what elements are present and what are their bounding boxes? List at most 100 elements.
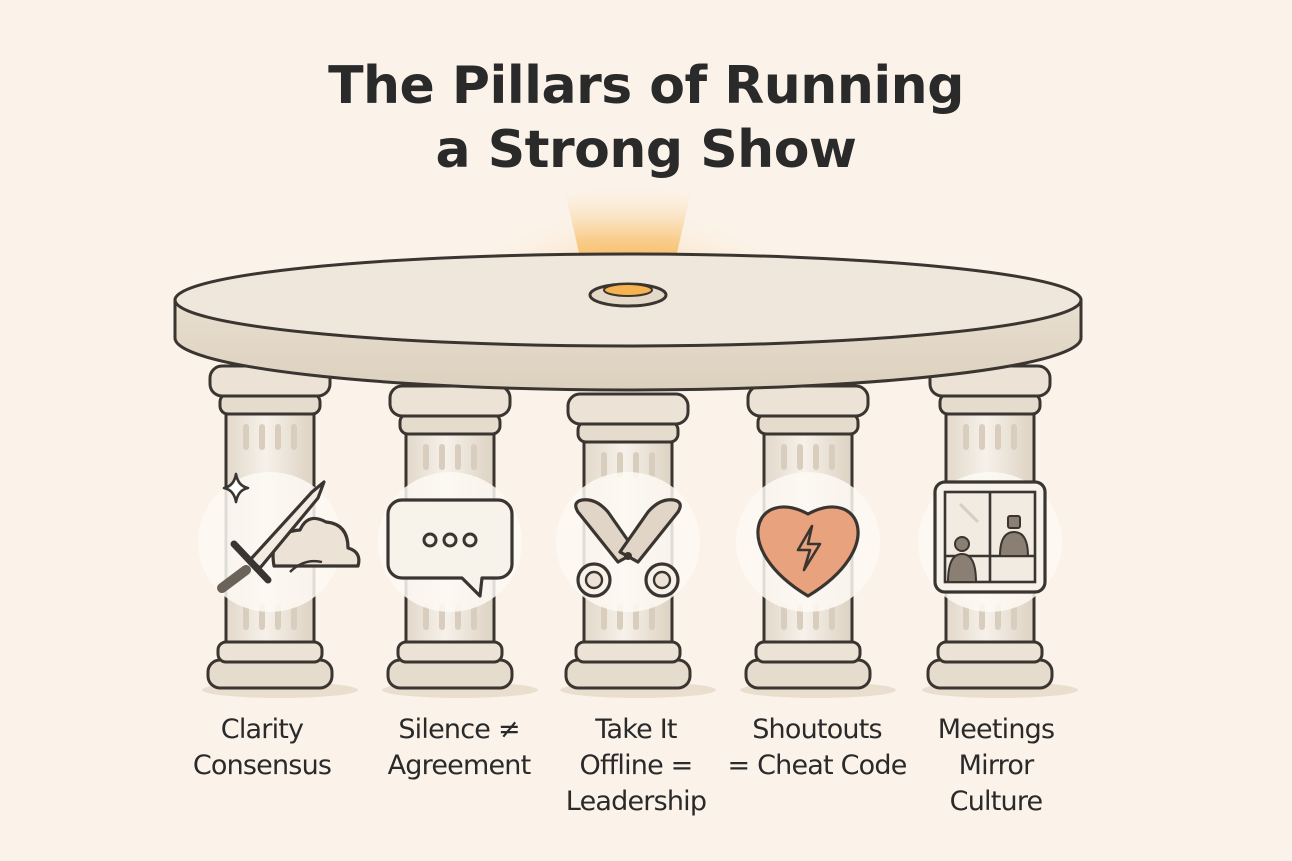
- pillar-label-line: Leadership: [565, 786, 707, 817]
- bubble-dot: [462, 532, 478, 548]
- pillar-flute: [979, 604, 985, 630]
- pillar-label-line: Shoutouts: [752, 714, 882, 745]
- icon-backdrop: [918, 472, 1062, 612]
- pillar-capital-ring: [218, 392, 322, 416]
- pillar-flute: [601, 452, 607, 478]
- pillar-base-ring: [574, 640, 682, 664]
- pillar-flute: [797, 604, 803, 630]
- pillar-shaft: [224, 410, 316, 644]
- pillar-label-line: Culture: [949, 786, 1043, 817]
- pillar-flute: [781, 444, 787, 470]
- pillar-flute: [633, 604, 639, 630]
- pillar-label-line: Take It: [595, 714, 677, 745]
- scissor-blade-left: [574, 498, 638, 564]
- light-socket-base: [588, 282, 668, 308]
- glow-halo: [498, 160, 758, 340]
- table-top: [173, 252, 1083, 348]
- pillar-flute: [633, 452, 639, 478]
- scissor-hole-right: [652, 570, 672, 590]
- sword-guard: [230, 540, 272, 584]
- pillar-label-line: Offline =: [579, 750, 694, 781]
- pillar-flute: [275, 424, 281, 450]
- pillar-flute: [617, 604, 623, 630]
- scissor-blade-right: [618, 498, 682, 564]
- pillar-flute: [963, 424, 969, 450]
- pillar-base: [926, 658, 1054, 690]
- icon-backdrop: [736, 472, 880, 612]
- pillar-label-4: Shoutouts= Cheat Code: [717, 712, 917, 784]
- pillar-shaft: [944, 410, 1036, 644]
- pillar-label-line: Clarity: [220, 714, 304, 745]
- pillar-flute: [243, 604, 249, 630]
- icon-backdrop: [198, 472, 342, 612]
- pillar-flute: [275, 604, 281, 630]
- pillar-label-line: Meetings: [937, 714, 1055, 745]
- pillar-capital-ring: [938, 392, 1042, 416]
- pillar-flute: [259, 424, 265, 450]
- scissor-handle-left: [576, 562, 612, 598]
- scissors-icon: [574, 498, 682, 598]
- pillar-flute: [455, 444, 461, 470]
- pillar-label-line: Agreement: [387, 750, 532, 781]
- pillar-shadow: [740, 682, 896, 698]
- bubble-dot: [442, 532, 458, 548]
- pillar-base: [744, 658, 872, 690]
- glass-reflection: [958, 502, 980, 524]
- pillar-flute: [291, 604, 297, 630]
- pillar-capital-ring: [398, 412, 502, 436]
- pillar-1: [198, 364, 358, 698]
- pillar-shadow: [202, 682, 358, 698]
- pillar-shaft: [404, 430, 496, 644]
- table-edge: [173, 298, 1083, 392]
- cloud-shape: [271, 516, 361, 568]
- pillar-flute: [455, 604, 461, 630]
- meeting-room-icon: [933, 480, 1047, 594]
- pillar-flute: [291, 424, 297, 450]
- pillar-flute: [979, 424, 985, 450]
- pillar-flute: [649, 604, 655, 630]
- pillar-flute: [471, 444, 477, 470]
- lightning-icon: [796, 524, 822, 572]
- pillars-group: [198, 364, 1078, 698]
- person-head: [954, 536, 970, 552]
- pillar-4: [736, 384, 896, 698]
- pillar-flute: [423, 604, 429, 630]
- pillar-2: [378, 384, 538, 698]
- room-window: [943, 490, 1037, 584]
- heart-shape: [756, 505, 860, 598]
- pillar-5: [918, 364, 1078, 698]
- sword-grip: [217, 565, 251, 593]
- page-title: The Pillars of Running a Strong Show: [246, 54, 1046, 182]
- pillar-flute: [243, 424, 249, 450]
- pillar-flute: [1011, 604, 1017, 630]
- pillar-flute: [829, 604, 835, 630]
- pillar-flute: [649, 452, 655, 478]
- heart-lightning-icon: [756, 505, 860, 598]
- pillar-flute: [617, 452, 623, 478]
- pillar-shaft: [582, 438, 674, 644]
- pillar-flute: [813, 604, 819, 630]
- pillar-flute: [995, 604, 1001, 630]
- icons-group: [217, 472, 1047, 598]
- pillar-3: [556, 392, 716, 698]
- person-head: [1007, 515, 1021, 529]
- pillar-flute: [423, 444, 429, 470]
- scissor-pivot: [624, 552, 632, 560]
- sword-icon: [217, 472, 361, 593]
- pillar-base: [564, 658, 692, 690]
- room-frame: [933, 480, 1047, 594]
- pillar-flute: [601, 604, 607, 630]
- cloud-detail: [289, 559, 323, 573]
- pillar-flute: [1011, 424, 1017, 450]
- pillar-capital: [566, 392, 690, 426]
- title-line-2: a Strong Show: [435, 120, 857, 180]
- pillar-label-line: Mirror: [958, 750, 1035, 781]
- sword-blade: [248, 480, 326, 570]
- pillar-flute: [797, 444, 803, 470]
- pillar-label-2: Silence ≠Agreement: [359, 712, 559, 784]
- icon-backdrop: [378, 472, 522, 612]
- pillar-shadow: [382, 682, 538, 698]
